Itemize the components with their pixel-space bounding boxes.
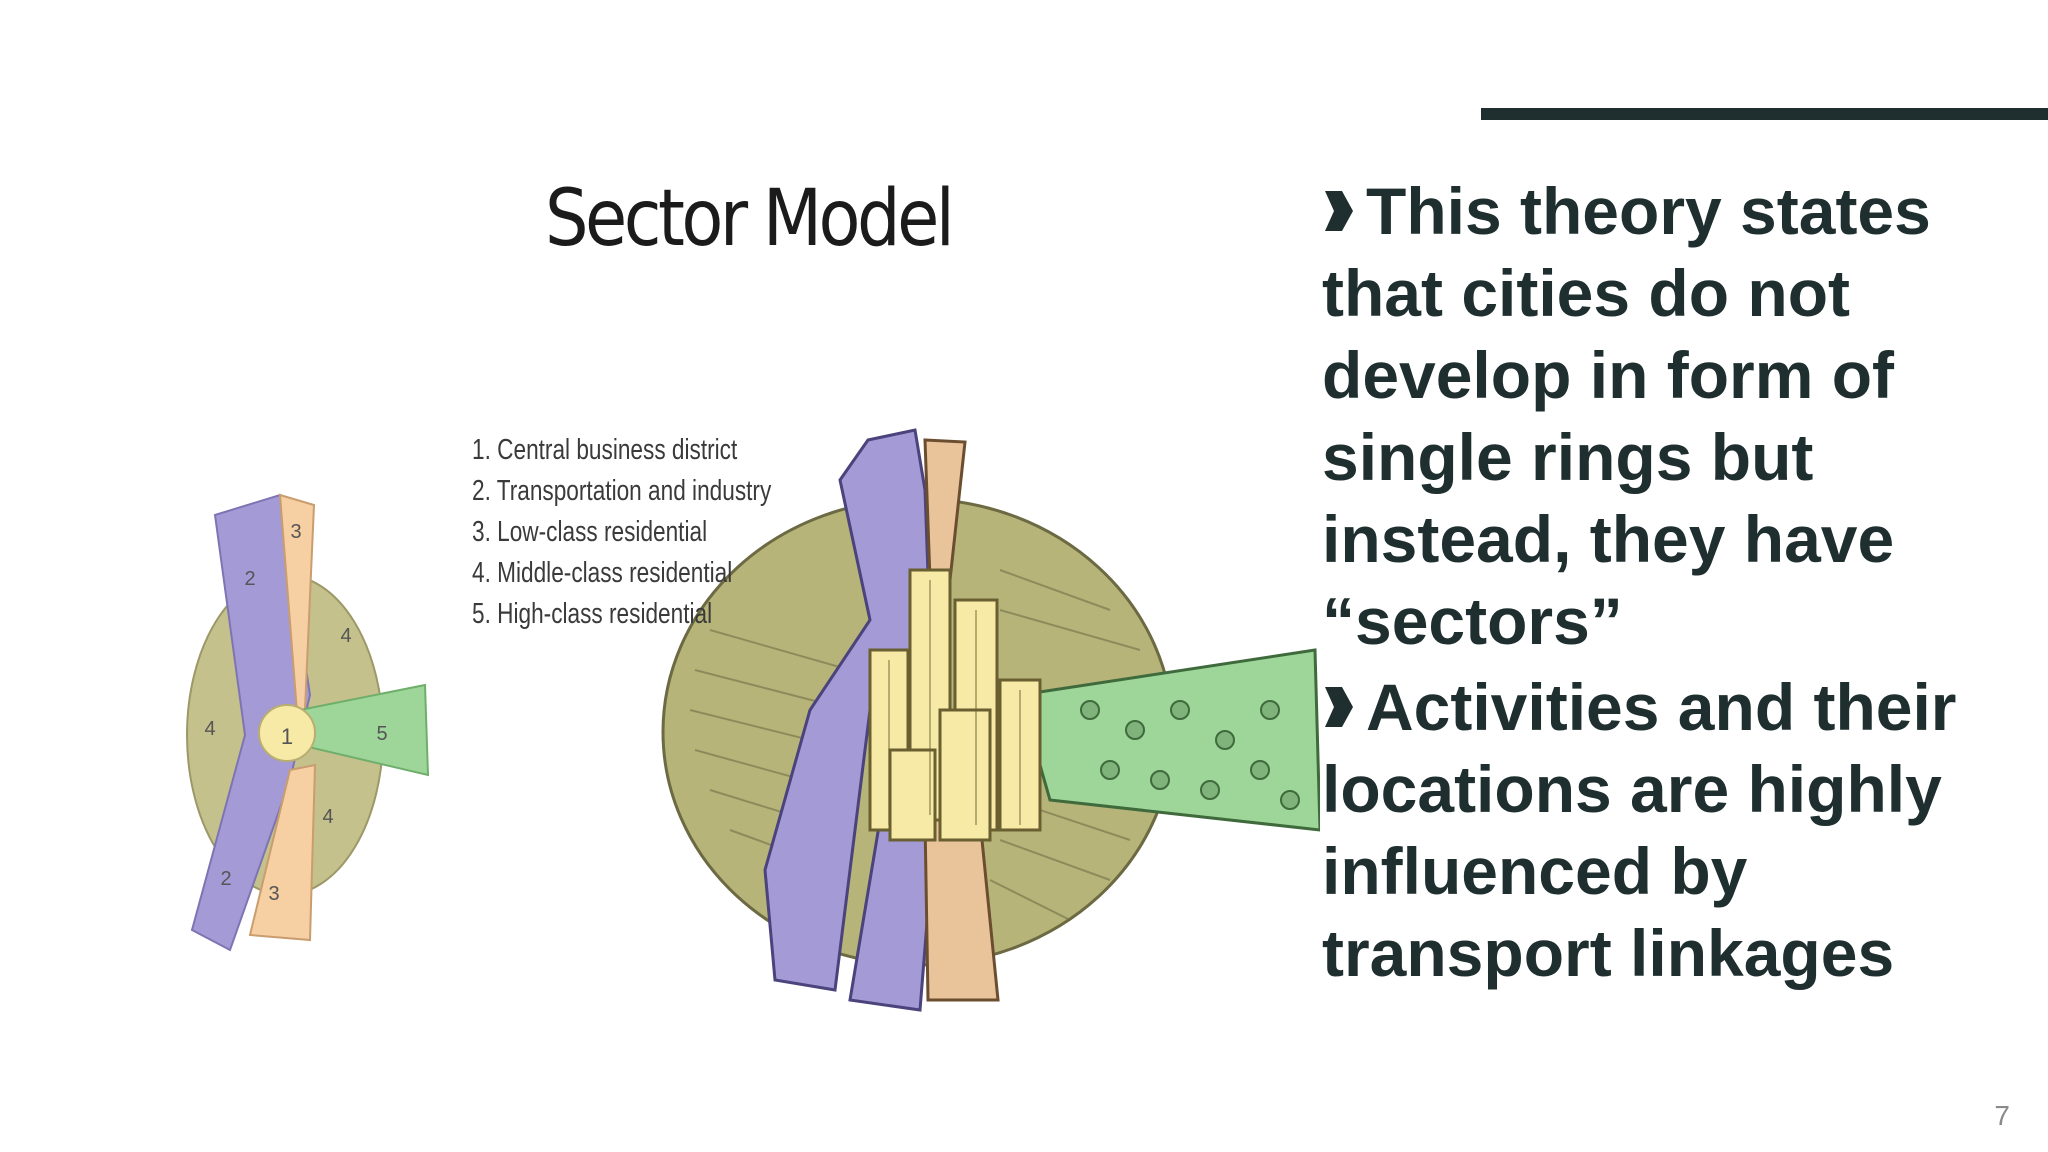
figure-title: Sector Model — [545, 174, 955, 264]
sector-legend: 1. Central business district 2. Transpor… — [472, 430, 856, 635]
legend-item: 5. High-class residential — [472, 598, 713, 630]
legend-item: 4. Middle-class residential — [472, 557, 733, 589]
bullet-list: This theory states that cities do not de… — [1322, 170, 2022, 998]
sector-model-figure: 1 2 2 3 3 4 4 4 5 — [150, 150, 1320, 1070]
accent-bar — [1481, 108, 2048, 120]
sector-label-lowclass-top: 3 — [290, 521, 301, 543]
sector-schematic: 1 2 2 3 3 4 4 4 5 — [186, 493, 430, 952]
bullet-text: Activities and their locations are highl… — [1322, 670, 1957, 990]
arrowhead-bullet-icon — [1322, 170, 1366, 252]
bullet-text: This theory states that cities do not de… — [1322, 174, 1931, 658]
bullet-item: This theory states that cities do not de… — [1322, 170, 2022, 662]
sector-label-lowclass-bottom: 3 — [268, 883, 279, 905]
sector-illustration — [661, 428, 1320, 1012]
sector-label-middle-left: 4 — [204, 718, 215, 740]
sector-label-cbd: 1 — [281, 724, 293, 749]
page-number: 7 — [1994, 1100, 2010, 1131]
sector-label-middle-top: 4 — [340, 625, 351, 647]
legend-item: 2. Transportation and industry — [472, 475, 772, 507]
arrowhead-bullet-icon — [1322, 666, 1366, 748]
sector-label-highclass: 5 — [376, 723, 387, 745]
sector-label-transport-bottom: 2 — [220, 868, 231, 890]
legend-item: 1. Central business district — [472, 434, 738, 466]
sector-label-transport-top: 2 — [244, 568, 255, 590]
sector-diagrams: 1 2 2 3 3 4 4 4 5 — [186, 428, 1320, 1012]
sector-label-middle-bottom: 4 — [322, 806, 333, 828]
legend-item: 3. Low-class residential — [472, 516, 708, 548]
bullet-item: Activities and their locations are highl… — [1322, 666, 2022, 994]
